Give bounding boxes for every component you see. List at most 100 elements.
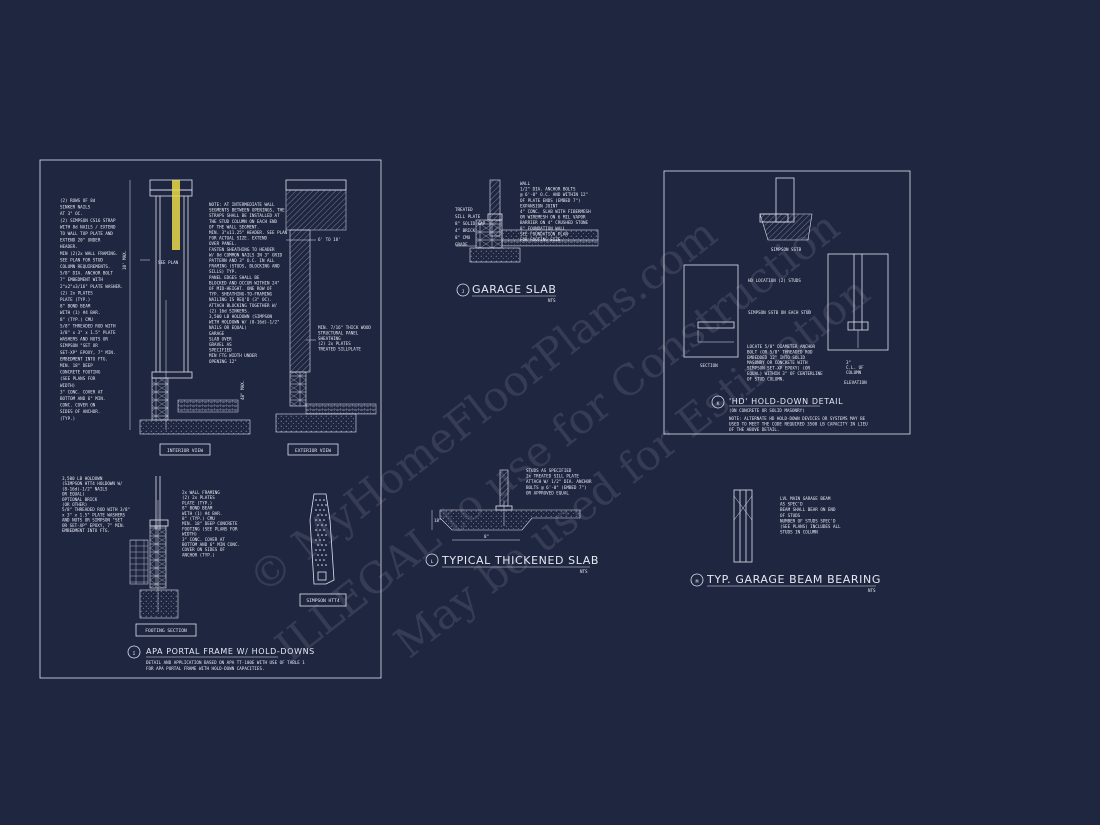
note-line: EXTEND 20" UNDER — [60, 238, 101, 243]
nail-hole — [321, 544, 323, 546]
note-line: OR EQUAL) — [62, 492, 85, 497]
note-line: SIMPSON "SET OR — [60, 343, 98, 348]
nail-hole — [317, 554, 319, 556]
note-line: LVL MAIN GARAGE BEAM — [780, 496, 831, 501]
exterior-view-drawing — [275, 179, 377, 433]
note-line: BOTTOM AND 6" MIN CONC. — [182, 542, 240, 547]
note-line: BEAM SHALL BEAR ON END — [780, 507, 836, 512]
nail-hole — [315, 519, 317, 521]
note-line: GRAVEL AS — [209, 342, 232, 347]
panel-l-marker: L — [431, 559, 434, 565]
panel-portal-frame: INTERIOR VIEW EXTERIOR VIEW 6' TO 18' 10… — [39, 159, 382, 679]
nail-hole — [325, 534, 327, 536]
note-line: OF THE ABOVE DETAIL. — [729, 427, 779, 432]
note-line: NOTE: AT INTERMEDIATE WALL — [209, 202, 275, 207]
nail-hole — [323, 529, 325, 531]
header-highlight — [172, 180, 180, 250]
note-line: BOLT (OR 5/8" THREADED ROD — [747, 349, 813, 354]
note-line: (SIMPSON HTT4 HOLDOWN W/ — [62, 481, 123, 486]
section-label: SECTION — [700, 363, 718, 368]
note-line: 8" FOUNDATION WALL — [520, 226, 566, 231]
nail-hole — [317, 534, 319, 536]
thickened-dim-b: 18" — [434, 518, 442, 523]
simpson-htt4-drawing — [309, 493, 335, 585]
note-line: SIDES OF ANCHOR. — [60, 409, 100, 414]
note-line: OF PLATE ENDS (EMBED 7") — [520, 198, 581, 203]
note-line: THE STUD COLUMN ON EACH END — [209, 219, 278, 224]
note-line: (2) 2x PLATES — [60, 290, 93, 295]
note-line: WITH 8d NAILS / EXTEND — [60, 224, 116, 229]
panel-k-marker: K — [717, 401, 720, 407]
note-line: BOLTS @ 6'-0" (EMBED 7") — [526, 485, 587, 490]
panel-j-scale: NTS — [548, 298, 556, 303]
note-line: TO WALL TOP PLATE AND — [60, 231, 113, 236]
note-line: NOTE: ALTERNATE HD HOLD-DOWN DEVICES OR … — [729, 416, 866, 421]
note-line: COLUMN REQUIREMENTS. — [60, 264, 110, 269]
note-line: CONC. COVER ON — [60, 403, 96, 408]
note-line: 3" CONC. COVER AT — [60, 389, 103, 394]
note-line: @ 6'-0" O.C. AND WITHIN 12" — [520, 192, 588, 197]
note-line: USED TO MEET THE CODE REQUIRED 3500 LB C… — [729, 421, 868, 426]
note-line: SILL PLATE — [455, 214, 481, 219]
watermark-line-2: ILLEGAL to use for Construction — [266, 201, 849, 671]
note-line: AND NUTS OR SIMPSON "SET — [62, 518, 123, 523]
note-line: TREATED SILLPLATE — [318, 347, 361, 352]
panel-i-border — [39, 159, 382, 679]
panel-l-scale: NTS — [580, 569, 588, 574]
footing-section-drawing — [129, 476, 179, 619]
panel-k-subtitle: (ON CONCRETE OR SOLID MASONRY) — [729, 408, 805, 413]
nail-hole — [325, 564, 327, 566]
note-line: (8-16d)-1/2" NAILS — [62, 486, 108, 491]
nail-hole — [317, 544, 319, 546]
note-line: OPENING 12" — [209, 359, 237, 364]
nail-hole — [323, 549, 325, 551]
note-line: NUMBER OF STUDS SPEC'D — [780, 518, 836, 523]
note-line: 7" EMBEDMENT WITH — [60, 277, 103, 282]
nail-hole — [325, 544, 327, 546]
note-line: STRUCTURAL PANEL — [318, 330, 359, 335]
nail-hole — [317, 504, 319, 506]
note-line: (SEE PLANS FOR — [60, 376, 96, 381]
note-line: 2x TREATED SILL PLATE — [526, 474, 579, 479]
note-line: SINKER NAILS — [60, 205, 91, 210]
exterior-view-label-box — [287, 443, 339, 456]
note-line: MIN. 7/16" THICK WOOD — [318, 325, 371, 330]
panel-j-title: GARAGE SLAB — [472, 283, 557, 296]
note-line: ATTACH W/ 1/2" DIA. ANCHOR — [526, 479, 592, 484]
interior-view-label: INTERIOR VIEW — [167, 448, 203, 454]
nail-hole — [319, 549, 321, 551]
note-line: x 3" x 1.5" PLATE WASHERS — [62, 512, 126, 517]
note-line: SIMPSON SET-XP EPOXY) (OR — [747, 366, 811, 371]
nail-hole — [319, 559, 321, 561]
note-line: OF THE WALL SEGMENT. — [209, 224, 259, 229]
note-line: STRAPS SHALL BE INSTALLED AT — [209, 213, 280, 218]
note-line: PATTERN AND 3" O.C. IN ALL — [209, 258, 275, 263]
note-line: TYP. SHEATHING-TO-FRAMING — [209, 292, 273, 297]
note-line: 2x WALL FRAMING — [182, 490, 220, 495]
note-line: 3,500 LB HOLDOWN (SIMPSON — [209, 314, 273, 319]
note-line: (2) ROWS OF 8d — [60, 198, 96, 203]
note-line: 8" BOND BEAM — [60, 304, 91, 309]
note-line: HD LOCATION (2) STUDS — [748, 278, 801, 283]
nail-hole — [317, 564, 319, 566]
note-line: SEGMENTS BETWEEN OPENINGS, THE — [209, 208, 285, 213]
nail-hole — [319, 529, 321, 531]
nail-hole — [317, 524, 319, 526]
dim-label-c: 48" MAX. — [240, 380, 245, 400]
note-line: 5/8" THREADED ROD WITH 3/8" — [62, 507, 130, 512]
panel-i-note: DETAIL AND APPLICATION BASED ON APA TT-1… — [146, 660, 305, 665]
panel-k-title: 'HD' HOLD-DOWN DETAIL — [729, 397, 843, 406]
note-line: 5/8" THREADED ROD WITH — [60, 323, 116, 328]
note-line: AS SPEC'D — [780, 502, 803, 507]
note-line: (2) 2x PLATES — [182, 495, 215, 500]
simpson-label-box — [299, 593, 347, 607]
note-line: 8" (TYP.) CMU — [182, 516, 215, 521]
